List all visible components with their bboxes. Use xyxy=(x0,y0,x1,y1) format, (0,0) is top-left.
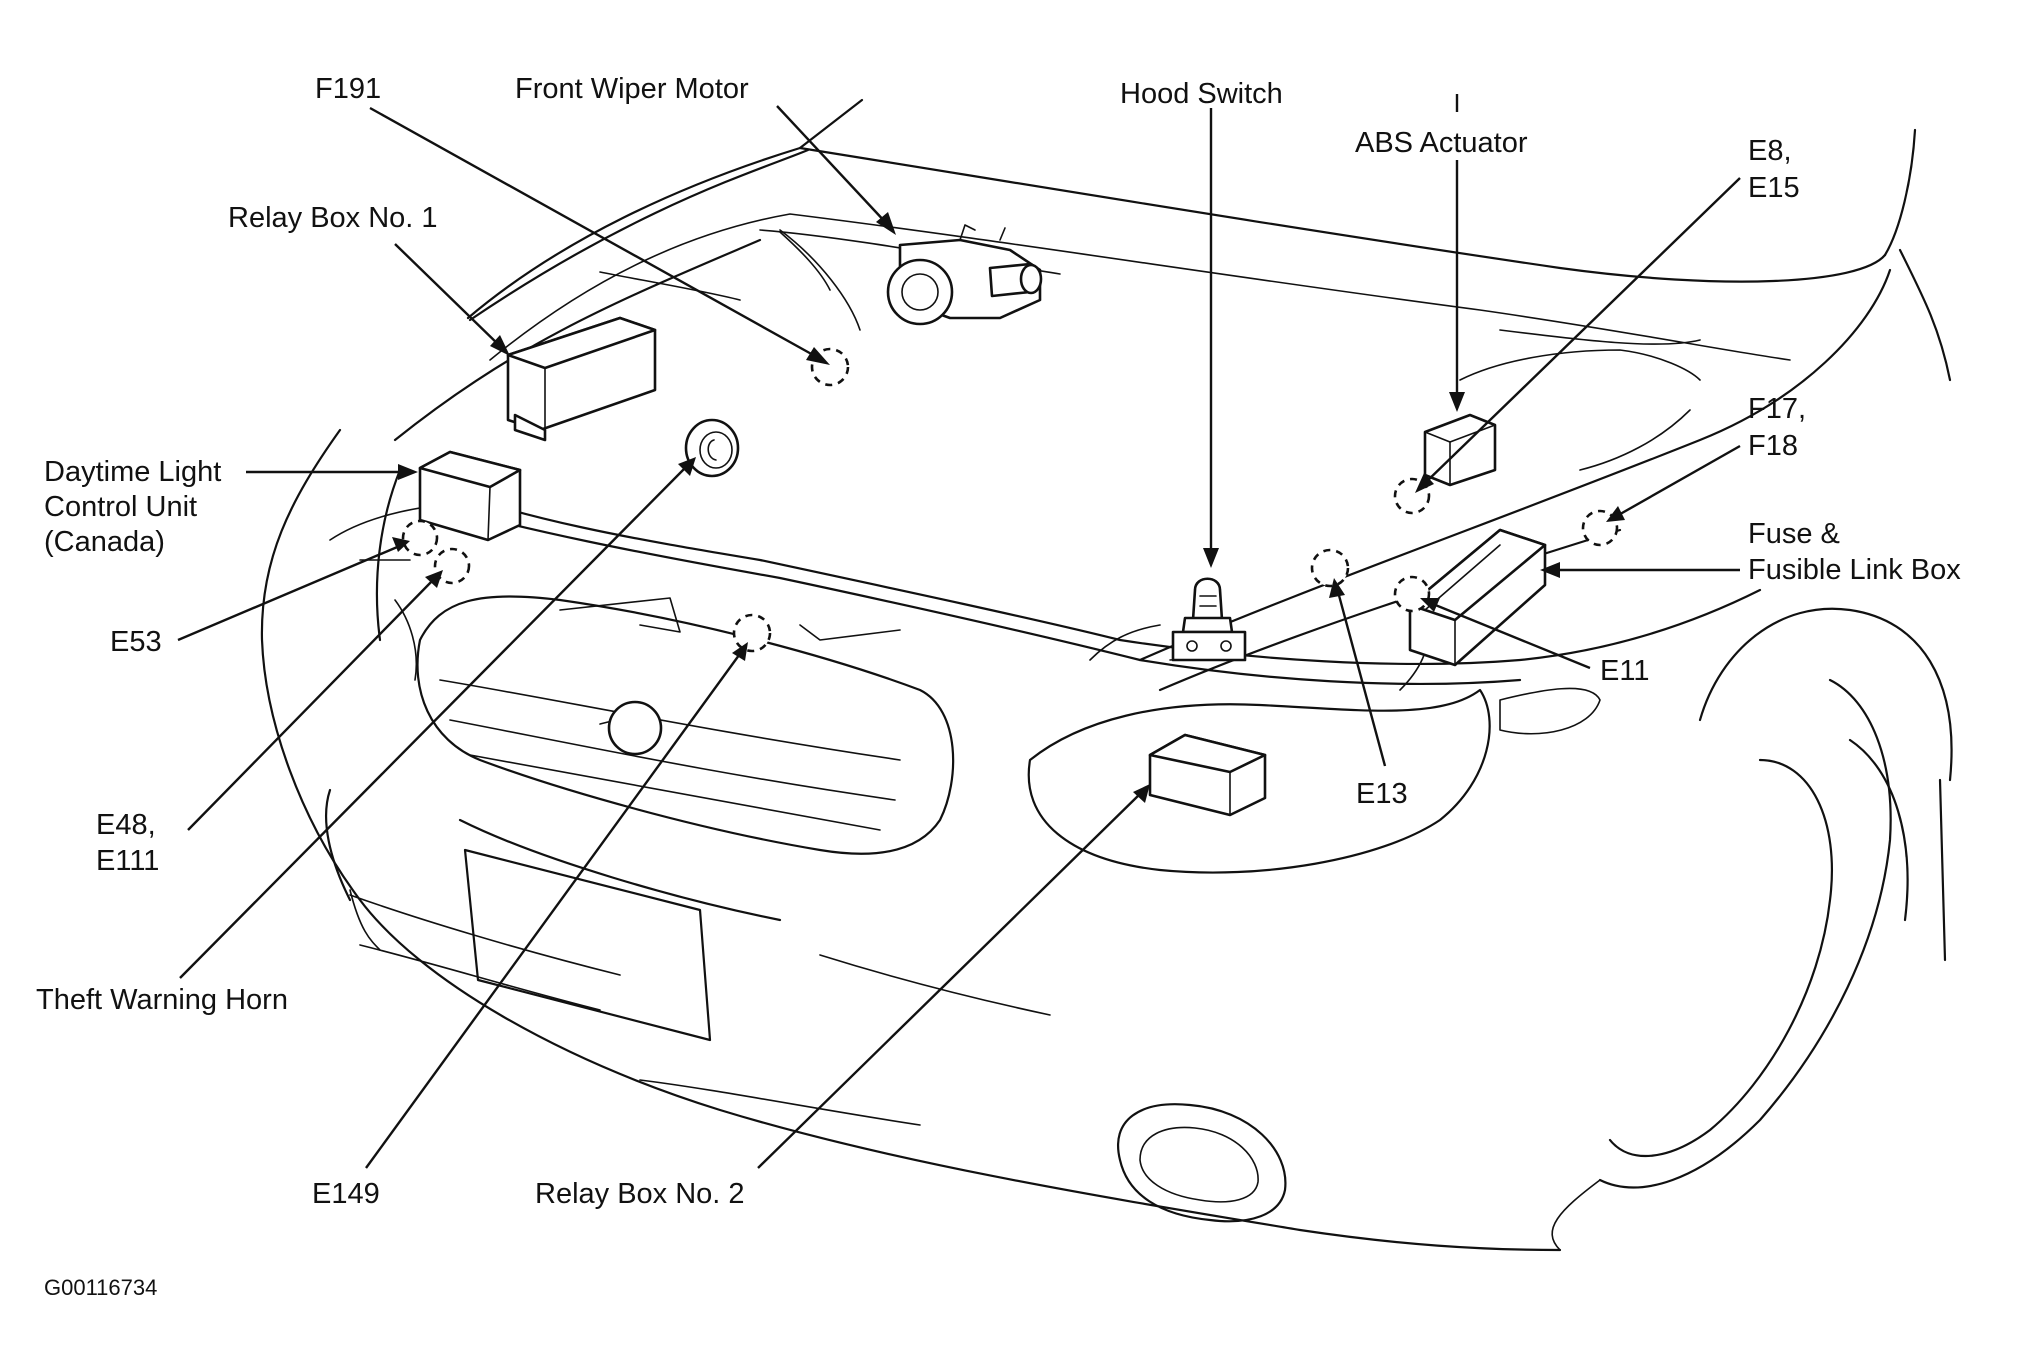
label-daytime-line3: (Canada) xyxy=(44,526,165,558)
theft-warning-horn xyxy=(684,418,740,478)
connector-e13 xyxy=(1310,548,1350,588)
label-fuse-line2: Fusible Link Box xyxy=(1748,554,1961,586)
label-e48-e111-line1: E48, xyxy=(96,809,156,841)
leader-lines xyxy=(177,94,1741,1169)
headlight-bulb xyxy=(599,700,663,756)
connector-e149 xyxy=(732,613,772,653)
label-daytime-line1: Daytime Light xyxy=(44,456,221,488)
label-fuse-line1: Fuse & xyxy=(1748,518,1840,550)
label-e149: E149 xyxy=(312,1178,380,1210)
daytime-light-control-unit xyxy=(418,450,522,542)
label-f17-f18-line1: F17, xyxy=(1748,393,1806,425)
car-body-outline xyxy=(260,98,1953,1252)
label-relay-box-1: Relay Box No. 1 xyxy=(228,202,438,234)
label-front-wiper-motor: Front Wiper Motor xyxy=(515,73,749,105)
front-wiper-motor xyxy=(886,224,1043,326)
label-e11: E11 xyxy=(1600,655,1649,687)
label-daytime-line2: Control Unit xyxy=(44,491,197,523)
figure-code: G00116734 xyxy=(44,1275,157,1300)
label-e13: E13 xyxy=(1356,778,1408,810)
label-e48-e111-line2: E111 xyxy=(96,845,159,877)
label-hood-switch: Hood Switch xyxy=(1120,78,1283,110)
connector-e53 xyxy=(401,519,439,557)
relay-box-1 xyxy=(506,316,657,442)
label-e53: E53 xyxy=(110,626,162,658)
arrowheads xyxy=(392,212,1625,803)
label-f17-f18-line2: F18 xyxy=(1748,430,1798,462)
connector-e48-e111 xyxy=(433,547,471,585)
label-f191: F191 xyxy=(315,73,381,105)
connector-e11 xyxy=(1393,575,1431,613)
label-e8-e15-line2: E15 xyxy=(1748,172,1800,204)
hood-switch xyxy=(1171,577,1247,662)
label-theft-warning-horn: Theft Warning Horn xyxy=(36,984,288,1016)
label-e8-e15-line1: E8, xyxy=(1748,135,1792,167)
relay-box-2 xyxy=(1148,733,1267,817)
label-relay-box-2: Relay Box No. 2 xyxy=(535,1178,745,1210)
fuse-fusible-link-box xyxy=(1408,528,1547,667)
label-abs-actuator: ABS Actuator xyxy=(1355,127,1528,159)
